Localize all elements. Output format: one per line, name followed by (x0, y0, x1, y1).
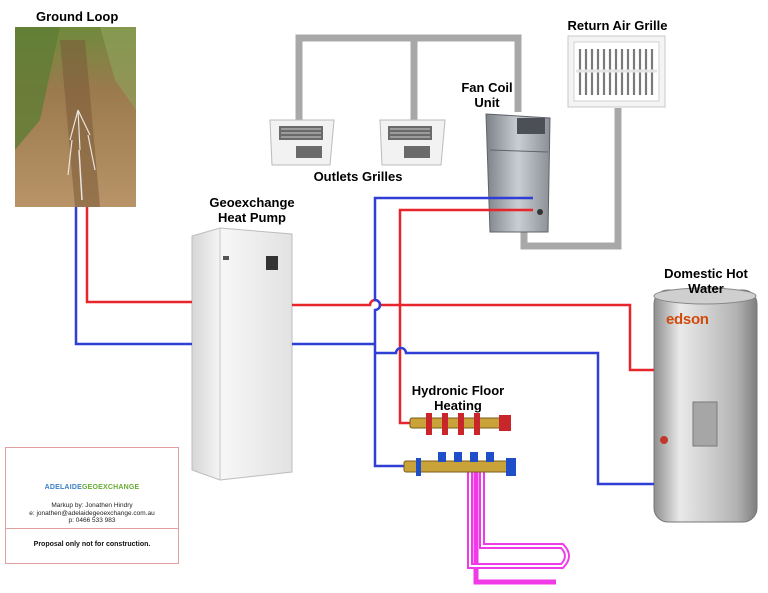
supply-pipes (85, 207, 654, 425)
label-return-air-grille: Return Air Grille (567, 18, 668, 33)
label-heat-pump-line1: Geoexchange (209, 195, 295, 210)
card-divider (6, 528, 178, 529)
geoexchange-heat-pump (191, 227, 293, 481)
return-air-grille (567, 35, 666, 108)
proposal-note: Proposal only not for construction. (33, 541, 151, 548)
label-domestic-hot-water-line2: Water (688, 281, 724, 296)
label-hydronic-line1: Hydronic Floor (411, 383, 505, 398)
label-fan-coil-line2: Unit (474, 95, 500, 110)
markup-phone: p: 0466 533 983 (68, 517, 116, 524)
brand-name-part1: ADELAIDE (44, 484, 82, 491)
brand-name-part2: GEOEXCHANGE (81, 484, 140, 491)
markup-credit-card: ADELAIDEGEOEXCHANGE Markup by: Jonathen … (5, 447, 179, 564)
outlet-grille-right (379, 119, 446, 166)
tank-brand-label: edson (666, 311, 709, 328)
markup-author: Markup by: Jonathen Hindry (51, 502, 133, 509)
underfloor-heating-loop (467, 468, 570, 585)
return-pipes (74, 196, 654, 486)
fan-coil-unit (485, 113, 551, 233)
label-hydronic-line2: Heating (434, 398, 482, 413)
label-outlets-grilles: Outlets Grilles (313, 169, 403, 184)
label-heat-pump-line2: Heat Pump (218, 210, 286, 225)
label-domestic-hot-water-line1: Domestic Hot (664, 266, 748, 281)
hydronic-manifold-supply (409, 413, 511, 435)
hot-water-tank (653, 287, 758, 523)
label-fan-coil-line1: Fan Coil (461, 80, 513, 95)
outlet-grille-left (269, 119, 335, 166)
markup-email: e: jonathen@adelaidegeoexchange.com.au (29, 509, 155, 517)
ground-loop-photo (15, 27, 136, 207)
hydronic-manifold-return (403, 452, 516, 476)
label-ground-loop: Ground Loop (36, 9, 119, 24)
underfloor-heating-loop-core (469, 468, 568, 567)
air-duct-network (295, 34, 622, 250)
brand-name: ADELAIDEGEOEXCHANGE (6, 484, 178, 491)
